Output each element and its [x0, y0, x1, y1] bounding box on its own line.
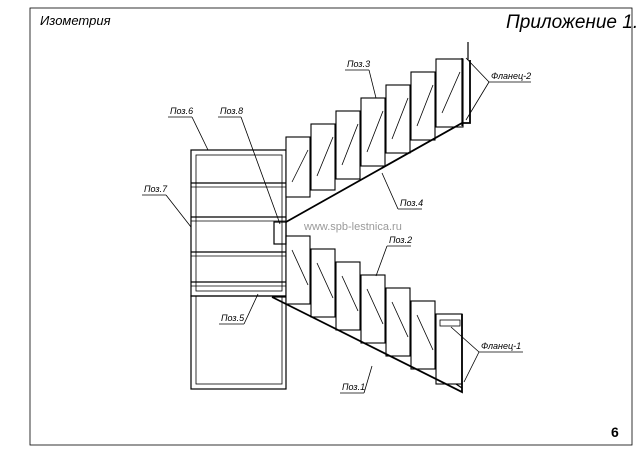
support-post [190, 295, 287, 390]
upper-flight-treads [291, 71, 461, 183]
callout-poz6: Поз.6 [168, 106, 209, 151]
svg-text:Поз.3: Поз.3 [347, 59, 370, 69]
svg-text:Поз.4: Поз.4 [400, 198, 423, 208]
landing-frame [190, 149, 287, 297]
sheet-frame [29, 7, 633, 446]
svg-text:Поз.1: Поз.1 [342, 382, 365, 392]
watermark-text: www.spb-lestnica.ru [303, 221, 402, 233]
svg-text:Фланец-2: Фланец-2 [491, 71, 531, 81]
svg-text:Фланец-1: Фланец-1 [481, 341, 521, 351]
svg-text:Поз.5: Поз.5 [221, 313, 245, 323]
callout-poz5: Поз.5 [219, 293, 259, 325]
callout-poz3: Поз.3 [345, 59, 377, 99]
lower-stringer [271, 296, 463, 394]
svg-text:Поз.8: Поз.8 [220, 106, 243, 116]
lower-flight-steps [285, 235, 463, 385]
view-title: Изометрия [40, 13, 111, 28]
svg-text:Поз.7: Поз.7 [144, 184, 168, 194]
callout-poz7: Поз.7 [142, 184, 192, 228]
callout-flange1: Фланец-1 [450, 326, 523, 383]
callout-poz8: Поз.8 [218, 106, 281, 225]
upper-stringer [285, 42, 471, 223]
upper-flight-steps [285, 58, 464, 198]
appendix-title: Приложение 1. [506, 12, 638, 33]
connector-plate [273, 221, 287, 245]
callout-flange2: Фланец-2 [465, 57, 531, 121]
callout-poz4: Поз.4 [381, 172, 423, 210]
page-number: 6 [611, 424, 619, 440]
svg-text:Поз.2: Поз.2 [389, 235, 412, 245]
callout-poz1: Поз.1 [340, 365, 373, 394]
lower-flight-treads [291, 249, 461, 351]
callout-poz2: Поз.2 [375, 235, 412, 277]
svg-text:Поз.6: Поз.6 [170, 106, 193, 116]
